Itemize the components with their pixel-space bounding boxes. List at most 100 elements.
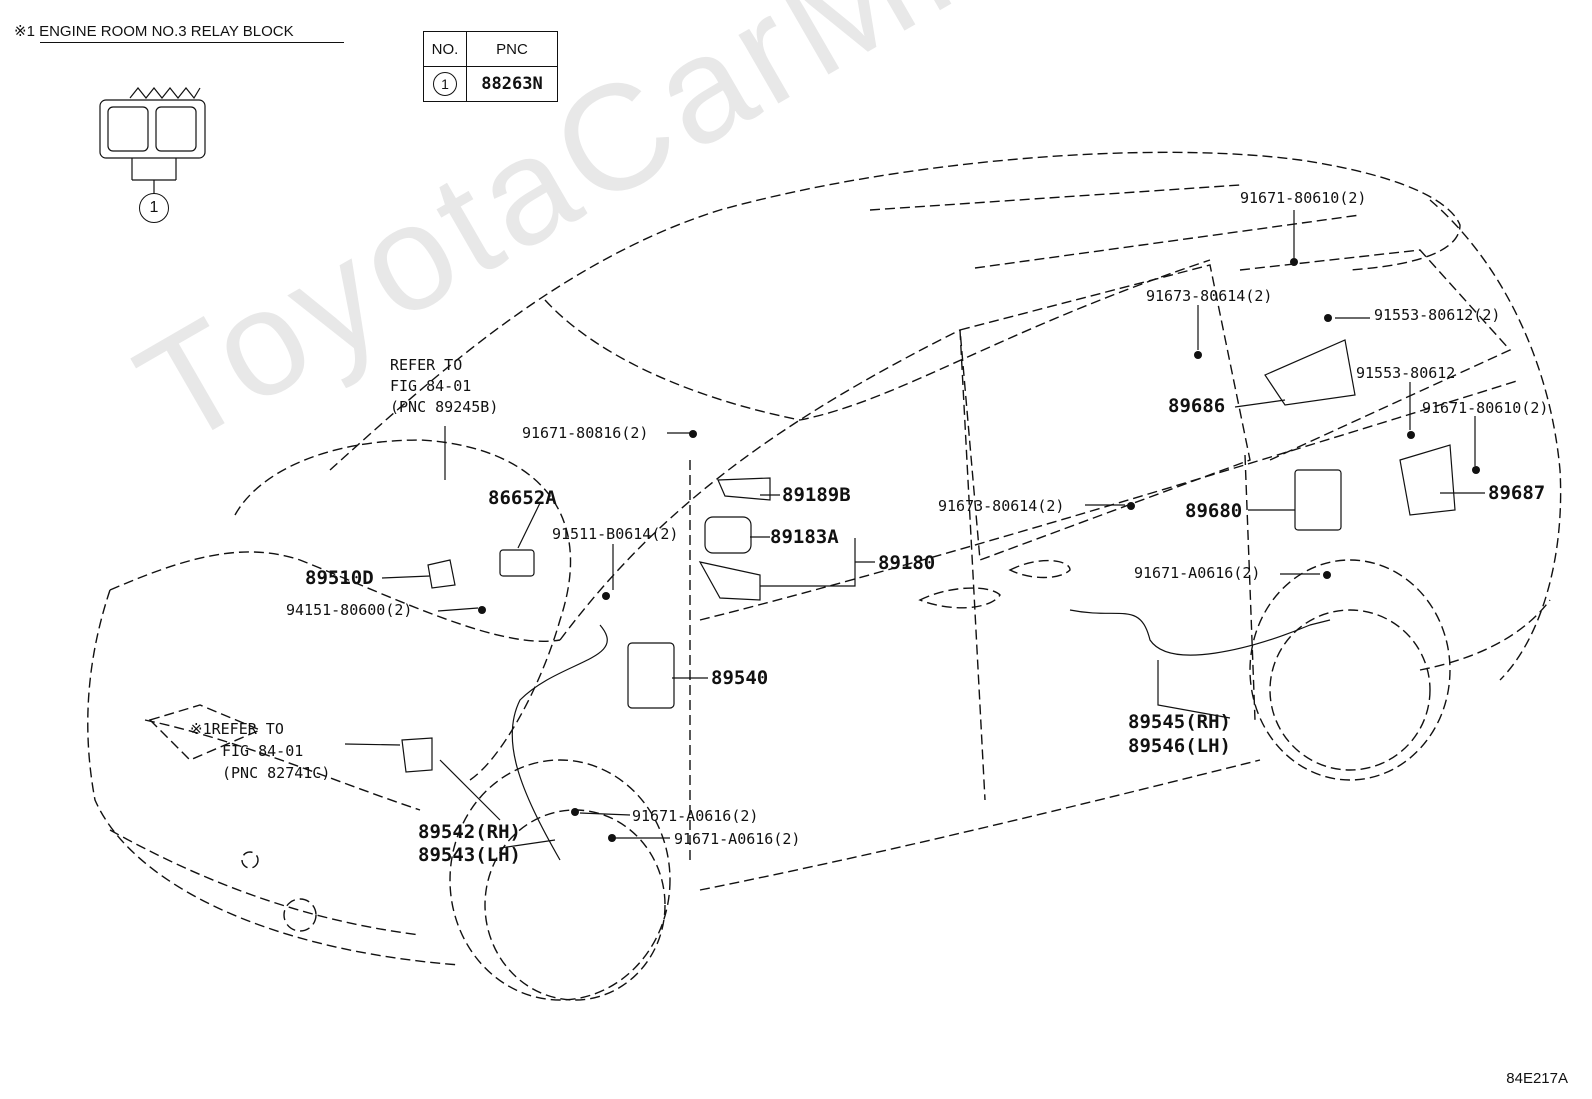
figure-code: 84E217A xyxy=(1506,1070,1568,1087)
nut-94151 xyxy=(478,606,486,614)
bracket-89686-shape xyxy=(1264,339,1356,406)
relay-socket-right xyxy=(155,106,197,152)
leader-89545 xyxy=(1157,660,1231,719)
refer-top-line2: FIG 84-01 xyxy=(390,377,472,395)
front-wheel-arch xyxy=(449,759,671,1001)
part-label-91671-80610-top: 91671-80610(2) xyxy=(1240,189,1367,207)
part-label-89510D: 89510D xyxy=(305,567,374,589)
part-label-86652A: 86652A xyxy=(488,487,557,509)
bolt-a0616-2 xyxy=(608,834,616,842)
part-label-89546: 89546(LH) xyxy=(1128,735,1231,757)
bolt-91553-2 xyxy=(1324,314,1332,322)
rocker xyxy=(699,759,1261,891)
front-door-edge xyxy=(959,329,986,801)
lower-fascia xyxy=(109,829,421,936)
relay-block-body xyxy=(99,99,206,159)
pnc-row-number-circle: 1 xyxy=(433,72,457,96)
a-pillar xyxy=(559,329,961,641)
bolt-91673-mid xyxy=(1127,502,1135,510)
sensor-89510D-shape xyxy=(427,559,456,589)
part-label-91671-80610-right: 91671-80610(2) xyxy=(1422,399,1549,417)
refer-top-line3: (PNC 89245B) xyxy=(390,398,499,416)
sensor-86652A-shape xyxy=(499,549,535,577)
relay-small-shape xyxy=(401,737,433,773)
leader-89180 xyxy=(760,538,856,587)
bolt-91671-80610-right xyxy=(1472,466,1480,474)
door-handle-front xyxy=(918,587,1001,609)
wire-front xyxy=(511,624,608,861)
pnc-table: NO. PNC 1 88263N xyxy=(423,31,558,102)
part-label-89542: 89542(RH) xyxy=(418,821,521,843)
part-label-89189B: 89189B xyxy=(782,484,851,506)
belt-line xyxy=(699,379,1521,621)
refer-bottom-line1: ※1REFER TO xyxy=(190,720,284,738)
rear-end xyxy=(1429,199,1562,681)
part-label-89183A: 89183A xyxy=(770,526,839,548)
refer-top-line1: REFER TO xyxy=(390,356,463,374)
part-label-89545: 89545(RH) xyxy=(1128,711,1231,733)
roof-line-inner-2 xyxy=(974,214,1361,269)
bolt-91671-80816 xyxy=(689,430,697,438)
roof-outline xyxy=(329,151,1461,471)
leader-a0616-1 xyxy=(579,812,631,816)
part-label-91671-a0616-rear: 91671-A0616(2) xyxy=(1134,564,1261,582)
rear-wheel-arch xyxy=(1249,559,1451,781)
relay-wire-zigzag xyxy=(129,87,201,100)
part-label-91511: 91511-B0614(2) xyxy=(552,525,679,543)
pnc-table-header-pnc: PNC xyxy=(466,31,558,67)
part-label-91553-80612-2: 91553-80612(2) xyxy=(1374,306,1501,324)
rear-wheel xyxy=(1269,609,1431,771)
relay-socket-left xyxy=(107,106,149,152)
leader-86652A xyxy=(517,502,541,549)
buzzer-89183A-shape xyxy=(704,516,752,554)
grille-line xyxy=(144,719,421,811)
leader-94151 xyxy=(437,607,479,612)
leader-89510D xyxy=(381,575,431,579)
front-fascia xyxy=(109,551,561,642)
headlamp xyxy=(148,704,262,761)
roof-line-inner xyxy=(869,184,1241,211)
pnc-table-header-no: NO. xyxy=(423,31,467,67)
leader-89542 xyxy=(439,759,501,821)
part-label-89543: 89543(LH) xyxy=(418,844,521,866)
windshield-top xyxy=(544,259,1211,421)
leader-refer-bottom xyxy=(344,743,401,746)
part-label-89680: 89680 xyxy=(1185,500,1243,522)
hood-outline xyxy=(234,439,572,781)
refer-bottom-line2: FIG 84-01 xyxy=(222,742,304,760)
title-underline xyxy=(40,42,344,43)
bolt-91671-80610-top xyxy=(1290,258,1298,266)
refer-bottom-line3: (PNC 82741C) xyxy=(222,764,331,782)
part-label-89540: 89540 xyxy=(711,667,769,689)
front-bumper xyxy=(87,589,461,966)
bracket-89189B-shape xyxy=(717,477,771,501)
rear-window xyxy=(1239,249,1512,461)
front-door-window xyxy=(959,264,1251,561)
bolt-a0616-rear xyxy=(1323,571,1331,579)
part-label-91553-80612: 91553-80612 xyxy=(1356,364,1456,382)
bracket-89180-shape xyxy=(698,561,761,601)
part-label-91673-80614-mid: 91673-80614(2) xyxy=(938,497,1065,515)
leader-89686 xyxy=(1234,399,1286,408)
part-label-91671-a0616-1: 91671-A0616(2) xyxy=(632,807,759,825)
fog-lamp xyxy=(283,898,317,932)
door-handle-rear xyxy=(1008,559,1071,579)
bracket-89687-shape xyxy=(1399,444,1456,516)
control-unit-89680-shape xyxy=(1294,469,1342,531)
bolt-91553 xyxy=(1407,431,1415,439)
bolt-91673-top xyxy=(1194,351,1202,359)
bolt-91511 xyxy=(602,592,610,600)
part-label-94151: 94151-80600(2) xyxy=(286,601,413,619)
part-label-89687: 89687 xyxy=(1488,482,1546,504)
part-label-89180: 89180 xyxy=(878,552,936,574)
relay-callout-circle: 1 xyxy=(139,193,169,223)
part-label-91671-80816: 91671-80816(2) xyxy=(522,424,649,442)
pnc-table-row-no: 1 xyxy=(423,66,467,102)
pnc-table-row-pnc: 88263N xyxy=(466,66,558,102)
part-label-91671-a0616-2: 91671-A0616(2) xyxy=(674,830,801,848)
part-label-89686: 89686 xyxy=(1168,395,1226,417)
relay-block-title: ※1 ENGINE ROOM NO.3 RELAY BLOCK xyxy=(14,23,294,40)
bolt-a0616-1 xyxy=(571,808,579,816)
